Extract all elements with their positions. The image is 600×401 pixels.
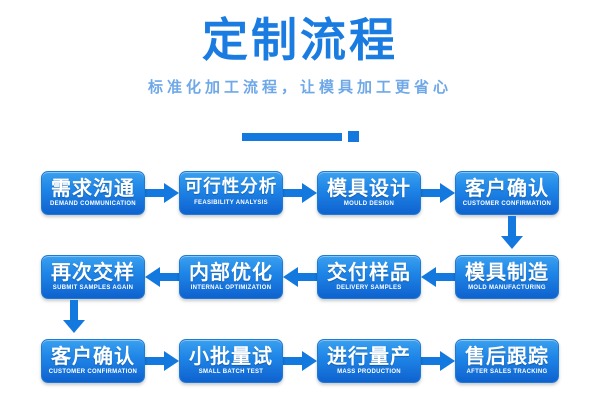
arrow-down-icon — [500, 216, 524, 250]
step-label-en: FEASIBILITY ANALYSIS — [194, 199, 268, 206]
arrow-left-icon — [421, 265, 455, 289]
flow-step-mould-design[interactable]: 模具设计 MOULD DESIGN — [317, 171, 421, 215]
step-label-en: DEMAND COMMUNICATION — [50, 201, 136, 207]
step-label-en: SUBMIT SAMPLES AGAIN — [52, 285, 134, 291]
flow-row-2: 再次交样 SUBMIT SAMPLES AGAIN 内部优化 INTERNAL … — [0, 254, 600, 300]
arrow-right-icon — [283, 349, 317, 373]
divider-bar — [241, 132, 342, 141]
step-label-cn: 小批量试 — [189, 344, 273, 368]
flow-step-mass-production[interactable]: 进行量产 MASS PRODUCTION — [317, 339, 421, 383]
step-label-cn: 客户确认 — [465, 176, 549, 200]
step-label-en: MASS PRODUCTION — [337, 369, 401, 375]
flow-step-feasibility-analysis[interactable]: 可行性分析 FEASIBILITY ANALYSIS — [179, 171, 283, 215]
flow-step-submit-samples-again[interactable]: 再次交样 SUBMIT SAMPLES AGAIN — [41, 255, 145, 299]
step-label-en: CUSTOMER CONFIRMATION — [462, 201, 552, 207]
flow-step-mold-manufacturing[interactable]: 模具制造 MOLD MANUFACTURING — [455, 255, 559, 299]
step-label-cn: 交付样品 — [327, 260, 411, 284]
step-label-cn: 模具制造 — [465, 260, 549, 284]
page-subtitle: 标准化加工流程，让模具加工更省心 — [147, 78, 452, 97]
arrow-right-icon — [145, 181, 179, 205]
flow-step-customer-confirmation-1[interactable]: 客户确认 CUSTOMER CONFIRMATION — [455, 171, 559, 215]
step-label-cn: 售后跟踪 — [465, 344, 549, 368]
step-label-cn: 客户确认 — [51, 344, 135, 368]
arrow-right-icon — [145, 349, 179, 373]
flow-row-3: 客户确认 CUSTOMER CONFIRMATION 小批量试 SMALL BA… — [0, 338, 600, 384]
step-label-en: MOULD DESIGN — [343, 201, 395, 207]
flow-step-internal-optimization[interactable]: 内部优化 INTERNAL OPTIMIZATION — [179, 255, 283, 299]
step-label-en: CUSTOMER CONFIRMATION — [48, 369, 138, 375]
step-label-cn: 模具设计 — [327, 176, 411, 200]
arrow-right-icon — [283, 181, 317, 205]
flow-step-delivery-samples[interactable]: 交付样品 DELIVERY SAMPLES — [317, 255, 421, 299]
arrow-down-icon — [62, 300, 86, 334]
step-label-cn: 再次交样 — [51, 260, 135, 284]
flow-step-after-sales-tracking[interactable]: 售后跟踪 AFTER SALES TRACKING — [455, 339, 559, 383]
title-divider — [0, 131, 600, 142]
step-label-en: SMALL BATCH TEST — [198, 369, 264, 375]
page-title: 定制流程 — [202, 13, 398, 67]
step-label-en: DELIVERY SAMPLES — [336, 285, 402, 291]
step-label-en: INTERNAL OPTIMIZATION — [190, 285, 272, 291]
flow-step-demand-communication[interactable]: 需求沟通 DEMAND COMMUNICATION — [41, 171, 145, 215]
step-label-cn: 需求沟通 — [51, 176, 135, 200]
arrow-right-icon — [421, 349, 455, 373]
step-label-en: AFTER SALES TRACKING — [466, 369, 548, 375]
arrow-right-icon — [421, 181, 455, 205]
step-label-cn: 可行性分析 — [184, 177, 278, 198]
step-label-cn: 内部优化 — [189, 260, 273, 284]
arrow-left-icon — [283, 265, 317, 289]
arrow-left-icon — [145, 265, 179, 289]
step-label-en: MOLD MANUFACTURING — [468, 285, 546, 291]
header: 定制流程 标准化加工流程，让模具加工更省心 — [0, 0, 600, 97]
divider-square-icon — [347, 131, 359, 142]
flow-step-customer-confirmation-2[interactable]: 客户确认 CUSTOMER CONFIRMATION — [41, 339, 145, 383]
step-label-cn: 进行量产 — [327, 344, 411, 368]
flow-row-1: 需求沟通 DEMAND COMMUNICATION 可行性分析 FEASIBIL… — [0, 170, 600, 216]
flow-step-small-batch-test[interactable]: 小批量试 SMALL BATCH TEST — [179, 339, 283, 383]
